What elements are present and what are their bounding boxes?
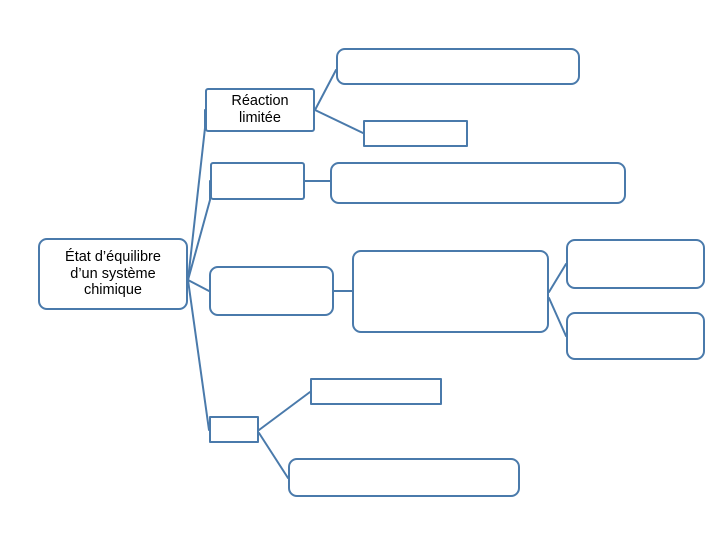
connector-blank-6-to-blank-7	[548, 263, 567, 293]
node-label-reaction-limitee: Réaction limitée	[231, 93, 289, 126]
node-blank-6[interactable]	[352, 250, 549, 333]
node-blank-2[interactable]	[363, 120, 468, 147]
node-blank-9[interactable]	[209, 416, 259, 443]
node-blank-8[interactable]	[566, 312, 705, 360]
node-blank-11[interactable]	[288, 458, 520, 497]
node-root[interactable]: État d’équilibre d’un système chimique	[38, 238, 188, 310]
connector-root-to-blank-9	[187, 279, 210, 431]
connector-reaction-to-blank-2	[314, 109, 364, 134]
node-label-root: État d’équilibre d’un système chimique	[65, 248, 161, 299]
node-blank-5[interactable]	[209, 266, 334, 316]
node-blank-4[interactable]	[330, 162, 626, 204]
node-blank-3[interactable]	[210, 162, 305, 200]
connector-reaction-to-blank-1	[314, 69, 337, 111]
connector-blank-6-to-blank-8	[548, 297, 567, 337]
connector-root-to-blank-5	[187, 279, 210, 292]
node-blank-7[interactable]	[566, 239, 705, 289]
connector-blank-9-to-blank-11	[258, 432, 289, 479]
node-blank-10[interactable]	[310, 378, 442, 405]
connector-root-to-blank-3	[187, 180, 211, 281]
node-reaction-limitee[interactable]: Réaction limitée	[205, 88, 315, 132]
connector-blank-9-to-blank-10	[258, 391, 311, 431]
connector-root-to-reaction-limitee	[187, 109, 206, 281]
node-blank-1[interactable]	[336, 48, 580, 85]
